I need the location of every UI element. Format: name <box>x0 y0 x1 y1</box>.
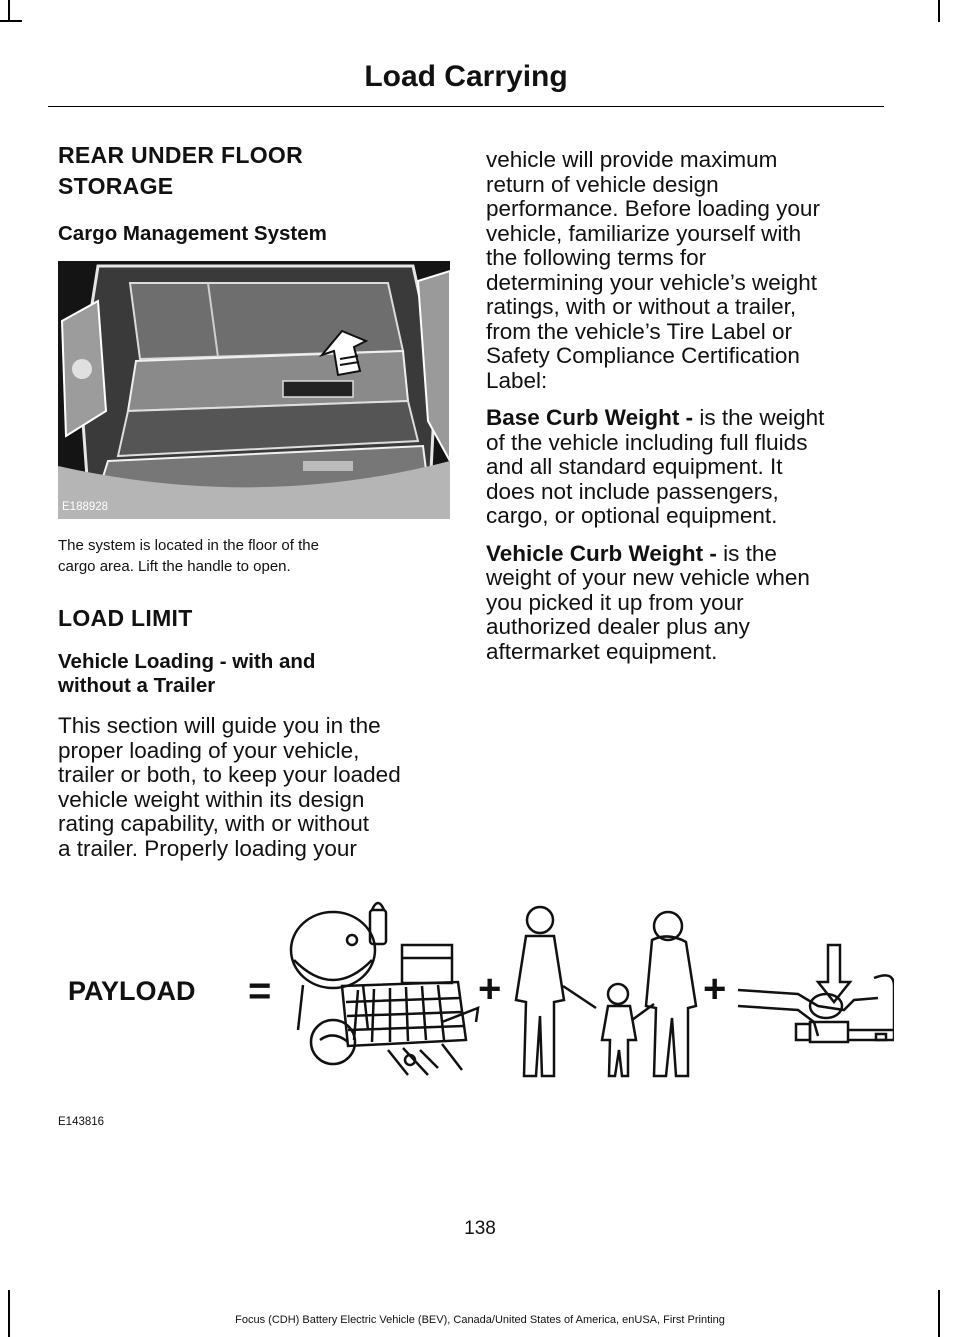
right-column: vehicle will provide maximum return of v… <box>486 140 884 664</box>
definition-base-curb-weight: Base Curb Weight - is the weight of the … <box>486 405 825 528</box>
figure-code: E188928 <box>62 501 109 513</box>
subheading-cargo-management: Cargo Management System <box>58 222 327 245</box>
cargo-area-illustration: E188928 <box>58 261 450 519</box>
figure-code: E143816 <box>58 1116 105 1128</box>
cargo-area-drawing <box>58 261 450 519</box>
cargo-group-drawing <box>289 901 480 1076</box>
crop-mark <box>8 0 10 22</box>
term-base-curb-weight: Base Curb Weight - <box>486 405 694 430</box>
section-heading-rear-under-floor: REAR UNDER FLOOR STORAGE <box>58 142 304 199</box>
page-header-title: Load Carrying <box>364 60 568 93</box>
payload-drawing: PAYLOAD = + <box>68 901 896 1078</box>
left-column: REAR UNDER FLOOR STORAGE Cargo Managemen… <box>58 140 450 861</box>
payload-illustration: PAYLOAD = + <box>58 890 896 1128</box>
header-rule <box>48 106 884 107</box>
crop-mark <box>938 1290 940 1337</box>
page-footer: Focus (CDH) Battery Electric Vehicle (BE… <box>235 1314 725 1326</box>
body-paragraph-continued: vehicle will provide maximum return of v… <box>486 147 820 393</box>
body-paragraph: This section will guide you in the prope… <box>58 713 401 861</box>
page-number: 138 <box>464 1218 496 1239</box>
plus-sign: + <box>478 967 501 1011</box>
crop-mark <box>938 0 940 22</box>
definition-vehicle-curb-weight: Vehicle Curb Weight - is the weight of y… <box>486 540 810 664</box>
figure-caption: The system is located in the floor of th… <box>58 537 319 575</box>
subheading-vehicle-loading: Vehicle Loading - with and without a Tra… <box>58 650 316 697</box>
plus-sign: + <box>703 967 726 1011</box>
crop-mark <box>8 1290 10 1337</box>
term-vehicle-curb-weight: Vehicle Curb Weight - <box>486 540 717 566</box>
section-heading-load-limit: LOAD LIMIT <box>58 605 193 631</box>
payload-label: PAYLOAD <box>68 976 196 1006</box>
equals-sign: = <box>248 969 271 1013</box>
crop-mark <box>0 20 22 22</box>
passengers-drawing <box>514 905 698 1078</box>
trailer-hitch-drawing <box>737 943 896 1044</box>
